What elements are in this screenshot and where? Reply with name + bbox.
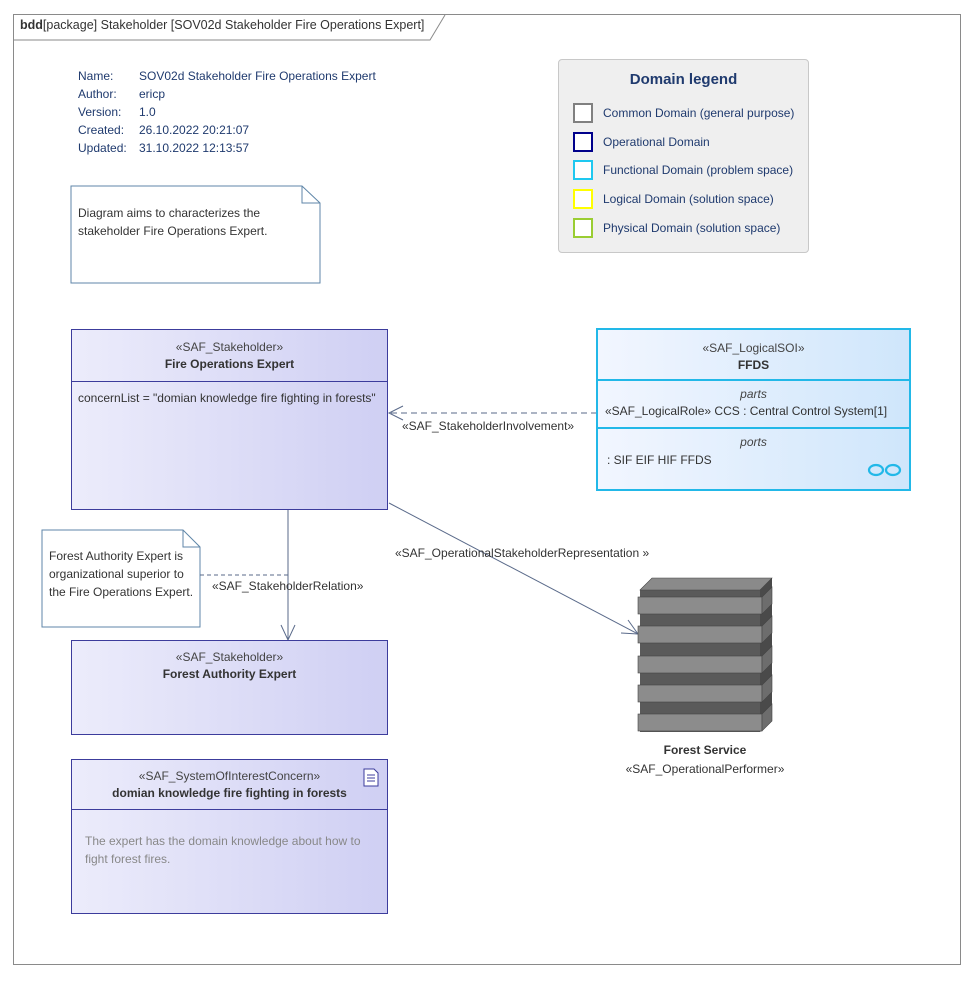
forest-service-stereotype: «SAF_OperationalPerformer» bbox=[625, 762, 785, 776]
frame-kind: bdd bbox=[20, 18, 43, 32]
representation-label: «SAF_OperationalStakeholderRepresentatio… bbox=[395, 546, 650, 560]
concern-body-text: The expert has the domain knowledge abou… bbox=[85, 834, 361, 866]
relation-label: «SAF_StakeholderRelation» bbox=[212, 579, 364, 593]
block-divider bbox=[598, 427, 909, 429]
meta-value: 31.10.2022 12:13:57 bbox=[139, 141, 250, 155]
diagram-note-shape bbox=[70, 185, 321, 284]
legend-swatch bbox=[573, 103, 593, 123]
legend-item-physical: Physical Domain (solution space) bbox=[573, 216, 780, 240]
meta-value: SOV02d Stakeholder Fire Operations Exper… bbox=[139, 69, 376, 83]
legend-label: Logical Domain (solution space) bbox=[603, 192, 774, 206]
parts-compartment-title: parts bbox=[740, 387, 767, 401]
meta-key: Name: bbox=[78, 69, 114, 83]
legend-item-operational: Operational Domain bbox=[573, 130, 710, 154]
legend-swatch bbox=[573, 189, 593, 209]
meta-row-name: Name: SOV02d Stakeholder Fire Operations … bbox=[78, 67, 376, 85]
meta-value: ericp bbox=[139, 87, 166, 101]
meta-key: Version: bbox=[78, 105, 122, 119]
forest-service-icon bbox=[637, 577, 773, 732]
block-stereotype: «SAF_LogicalSOI» bbox=[702, 341, 805, 355]
meta-row-author: Author: ericp bbox=[78, 85, 376, 103]
authority-note[interactable]: Forest Authority Expert is organizationa… bbox=[42, 530, 200, 627]
port-entry: : SIF EIF HIF FFDS bbox=[607, 453, 712, 467]
block-name: domian knowledge fire fighting in forest… bbox=[112, 786, 347, 800]
legend-label: Physical Domain (solution space) bbox=[603, 221, 781, 235]
infinity-icon bbox=[867, 463, 902, 477]
diagram-frame bbox=[13, 14, 961, 965]
legend-item-common: Common Domain (general purpose) bbox=[573, 101, 794, 125]
legend-swatch bbox=[573, 160, 593, 180]
meta-key: Author: bbox=[78, 87, 117, 101]
meta-value: 1.0 bbox=[139, 105, 156, 119]
diagram-note-text: Diagram aims to characterizes the stakeh… bbox=[78, 206, 268, 238]
meta-key: Created: bbox=[78, 123, 125, 137]
meta-row-created: Created: 26.10.2022 20:21:07 bbox=[78, 121, 376, 139]
block-stereotype: «SAF_SystemOfInterestConcern» bbox=[138, 769, 321, 783]
ports-compartment-title: ports bbox=[740, 435, 767, 449]
authority-note-text: Forest Authority Expert is organizationa… bbox=[49, 549, 194, 599]
legend-swatch bbox=[573, 132, 593, 152]
legend-swatch bbox=[573, 218, 593, 238]
legend-label: Common Domain (general purpose) bbox=[603, 106, 795, 120]
legend-label: Functional Domain (problem space) bbox=[603, 163, 794, 177]
ffds-block[interactable]: «SAF_LogicalSOI» FFDS parts «SAF_Logical… bbox=[596, 328, 911, 491]
diagram-note[interactable]: Diagram aims to characterizes the stakeh… bbox=[71, 186, 320, 283]
authority-note-shape bbox=[41, 529, 201, 628]
block-stereotype: «SAF_Stakeholder» bbox=[175, 650, 284, 664]
legend-title: Domain legend bbox=[629, 71, 738, 88]
fire-operations-expert-block[interactable]: «SAF_Stakeholder» Fire Operations Expert… bbox=[71, 329, 388, 510]
legend-label: Operational Domain bbox=[603, 135, 710, 149]
block-divider bbox=[72, 381, 387, 382]
forest-service-name: Forest Service bbox=[663, 743, 747, 757]
block-divider bbox=[598, 379, 909, 381]
legend-item-functional: Functional Domain (problem space) bbox=[573, 158, 793, 182]
meta-key: Updated: bbox=[78, 141, 127, 155]
legend-item-logical: Logical Domain (solution space) bbox=[573, 187, 774, 211]
forest-authority-expert-block[interactable]: «SAF_Stakeholder» Forest Authority Exper… bbox=[71, 640, 388, 735]
block-name: FFDS bbox=[737, 358, 770, 372]
domain-legend[interactable]: Domain legend Common Domain (general pur… bbox=[558, 59, 809, 253]
concern-block[interactable]: «SAF_SystemOfInterestConcern» domian kno… bbox=[71, 759, 388, 914]
document-icon bbox=[363, 768, 379, 787]
block-divider bbox=[72, 809, 387, 810]
block-name: Fire Operations Expert bbox=[164, 357, 295, 371]
representation-connector bbox=[388, 502, 639, 635]
block-name: Forest Authority Expert bbox=[162, 667, 297, 681]
meta-row-updated: Updated: 31.10.2022 12:13:57 bbox=[78, 139, 376, 157]
block-stereotype: «SAF_Stakeholder» bbox=[175, 340, 284, 354]
frame-title: bdd[package] Stakeholder [SOV02d Stakeho… bbox=[20, 18, 424, 32]
part-entry: «SAF_LogicalRole» CCS : Central Control … bbox=[605, 404, 888, 418]
meta-value: 26.10.2022 20:21:07 bbox=[139, 123, 250, 137]
involvement-label: «SAF_StakeholderInvolvement» bbox=[402, 419, 575, 433]
diagram-metadata: Name: SOV02d Stakeholder Fire Operations … bbox=[78, 67, 376, 157]
concern-list-attribute: concernList = "domian knowledge fire fig… bbox=[78, 391, 376, 405]
frame-title-text: [package] Stakeholder [SOV02d Stakeholde… bbox=[42, 18, 425, 32]
meta-row-version: Version: 1.0 bbox=[78, 103, 376, 121]
